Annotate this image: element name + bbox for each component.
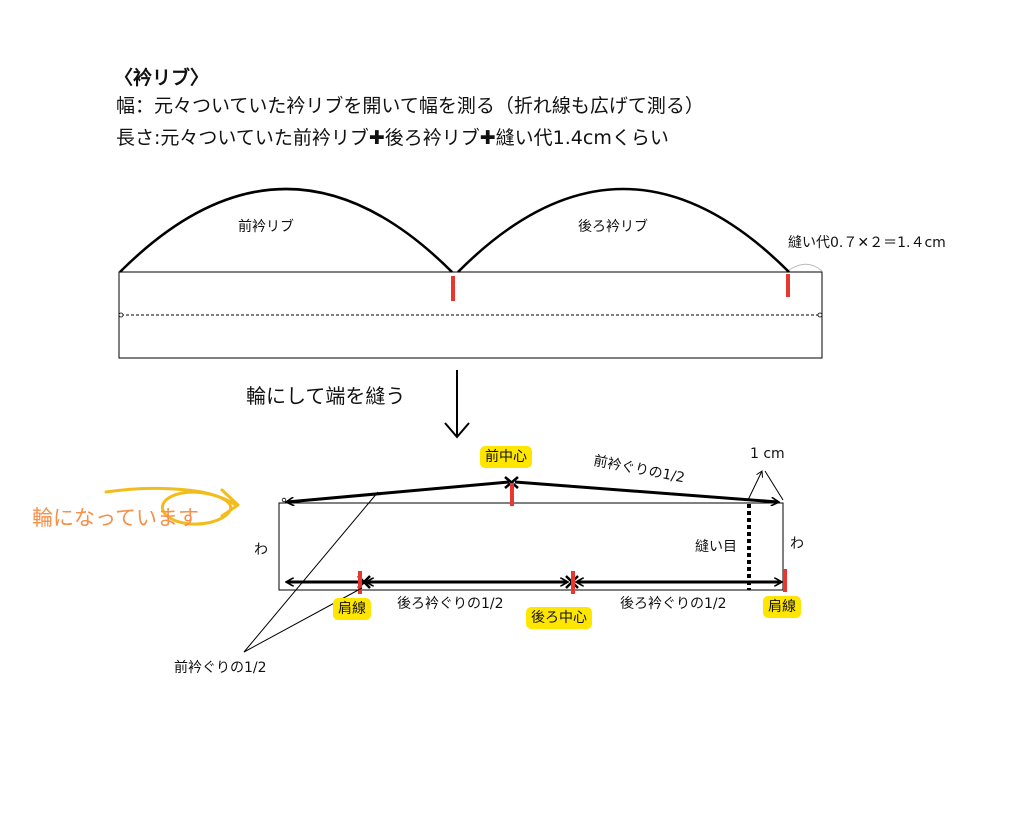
front-rib-label: 前衿リブ: [238, 219, 294, 235]
shoulder-line-badge-left: 肩線: [333, 598, 371, 620]
front-neckline-half-label-bottom: 前衿ぐりの1/2: [174, 660, 267, 676]
back-neckline-half-label-left: 後ろ衿ぐりの1/2: [397, 596, 504, 612]
width-instruction: 幅：元々ついていた衿リブを開いて幅を測る（折れ線も広げて測る）: [116, 95, 704, 117]
seam-line-label: 縫い目: [695, 539, 737, 555]
fold-label-left: わ: [254, 542, 268, 558]
loop-note: 輪になっています: [32, 506, 199, 530]
fold-end-right: [817, 312, 823, 318]
loop-strip-rect: [278, 502, 784, 591]
back-neckline-half-label-right: 後ろ衿ぐりの1/2: [620, 596, 727, 612]
one-cm-pointer-a: [747, 471, 762, 501]
leader-line-a: [243, 491, 379, 653]
one-cm-label: 1 cm: [750, 446, 785, 462]
back-rib-label: 後ろ衿リブ: [578, 219, 648, 235]
length-instruction: 長さ:元々ついていた前衿リブ✚後ろ衿リブ✚縫い代1.4cmくらい: [116, 127, 669, 149]
seam-allowance-arc: [788, 263, 823, 272]
gold-loop-arrow: [104, 487, 238, 526]
front-center-badge: 前中心: [480, 446, 532, 468]
back-rib-arc: [457, 187, 790, 273]
step-instruction: 輪にして端を縫う: [246, 384, 406, 408]
fold-label-right: わ: [790, 536, 804, 552]
shoulder-line-badge-right: 肩線: [763, 596, 801, 618]
loop-corner-dot: [281, 497, 287, 503]
section-title: 〈衿リブ〉: [114, 67, 210, 89]
front-neckline-arrow-left: [287, 480, 510, 502]
front-rib-arc: [119, 187, 453, 273]
gold-arrow-head: [220, 488, 240, 518]
back-center-badge: 後ろ中心: [526, 607, 592, 629]
down-arrow-head: [444, 422, 470, 439]
front-center-cross-b: [504, 476, 519, 489]
front-neckline-arrow-right: [514, 480, 778, 502]
fold-end-left: [118, 312, 124, 318]
seam-allowance-label: 縫い代0.７✕２＝1.４cm: [788, 235, 946, 251]
one-cm-pointer-b: [764, 470, 784, 501]
